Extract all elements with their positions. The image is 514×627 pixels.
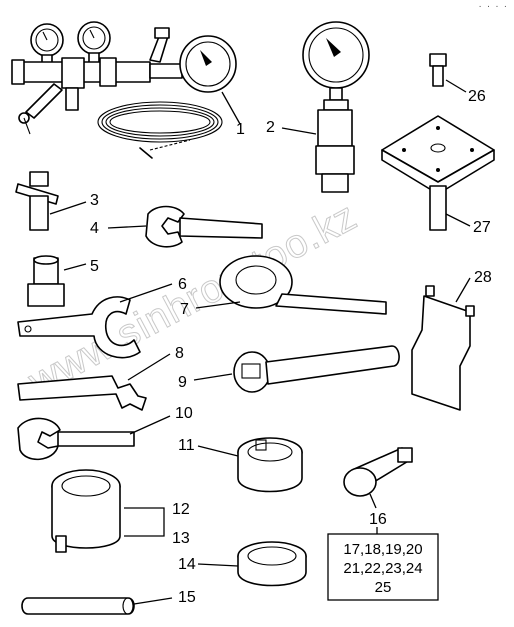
- tool-7-ring-wrench: [219, 255, 387, 315]
- callout-7: 7: [180, 301, 189, 318]
- tool-6-hook-spanner: [17, 296, 141, 359]
- leader-4: [107, 225, 147, 229]
- tool-12-13-splined-socket: [51, 469, 121, 553]
- tool-28-bent-plate: [411, 285, 475, 411]
- tool-10-open-wrench: [17, 417, 135, 461]
- callout-26: 26: [468, 88, 486, 105]
- box-line-3: 25: [375, 579, 392, 596]
- tool-15-tube: [21, 597, 135, 615]
- callout-8: 8: [175, 345, 184, 362]
- corner-text: · · · ·: [478, 3, 508, 11]
- leader-5: [63, 263, 87, 271]
- callout-28: 28: [474, 269, 492, 286]
- leader-3: [49, 201, 87, 215]
- leader-6: [119, 283, 173, 303]
- tool-14-ring: [237, 541, 307, 587]
- callout-5: 5: [90, 258, 99, 275]
- callout-2: 2: [266, 119, 275, 136]
- callout-9: 9: [178, 374, 187, 391]
- tool-8-wrench: [17, 375, 147, 411]
- tool-26-bolt: [429, 53, 447, 87]
- leader-14: [197, 563, 239, 567]
- leader-15: [133, 597, 173, 605]
- callout-16: 16: [369, 511, 387, 528]
- leader-2: [281, 127, 317, 135]
- leader-7: [195, 301, 241, 309]
- callout-6: 6: [178, 276, 187, 293]
- leader-8: [127, 353, 171, 381]
- tool-3-t-handle: [15, 171, 59, 231]
- callout-3: 3: [90, 192, 99, 209]
- bracket-12-13: [124, 507, 165, 537]
- tool-4-open-wrench: [145, 205, 263, 248]
- leader-11: [197, 445, 239, 457]
- tool-11-sleeve: [237, 437, 303, 493]
- tool-5-socket: [27, 255, 65, 307]
- callout-15: 15: [178, 589, 196, 606]
- tool-16-pin: [343, 447, 413, 497]
- callout-12: 12: [172, 501, 190, 518]
- tool-2-pressure-gauge: [302, 21, 370, 193]
- callout-10: 10: [175, 405, 193, 422]
- leader-1: [221, 91, 241, 125]
- callout-14: 14: [178, 556, 196, 573]
- leader-9: [193, 373, 233, 381]
- tool-9-socket-bar: [233, 345, 400, 393]
- leader-27: [445, 213, 471, 227]
- tool-group-box: 17,18,19,20 21,22,23,24 25: [327, 527, 439, 601]
- callout-11: 11: [178, 437, 195, 454]
- callout-27: 27: [473, 219, 491, 236]
- leader-10: [129, 415, 171, 435]
- tool-27-plate-puller: [381, 115, 495, 231]
- box-line-2: 21,22,23,24: [343, 560, 422, 577]
- callout-13: 13: [172, 530, 190, 547]
- tool-1-regulator-assembly: [11, 21, 237, 159]
- callout-4: 4: [90, 220, 99, 237]
- leader-28: [455, 277, 471, 303]
- box-line-1: 17,18,19,20: [343, 541, 422, 558]
- callout-1: 1: [236, 121, 245, 138]
- leader-16: [369, 493, 377, 509]
- leader-26: [445, 79, 467, 93]
